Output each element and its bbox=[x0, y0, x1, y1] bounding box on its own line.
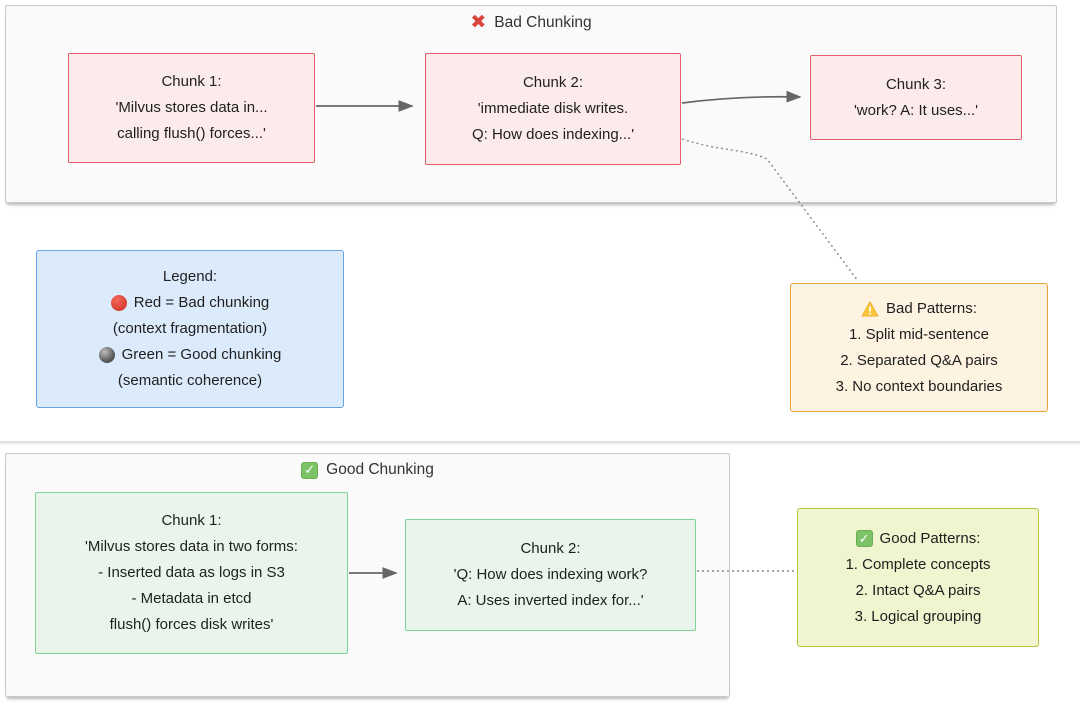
warning-triangle-icon bbox=[861, 300, 879, 317]
chunk-line: flush() forces disk writes' bbox=[109, 616, 274, 633]
legend-item-green: Green = Good chunking bbox=[43, 342, 337, 368]
good-chunk-2: Chunk 2: 'Q: How does indexing work? A: … bbox=[405, 519, 696, 631]
chunk-line: 'Q: How does indexing work? bbox=[453, 566, 648, 583]
good-pattern-item: 3. Logical grouping bbox=[854, 607, 982, 625]
red-circle-icon bbox=[110, 295, 127, 311]
legend-item-note: (context fragmentation) bbox=[112, 320, 268, 337]
bad-pattern-item: 3. No context boundaries bbox=[835, 377, 1003, 395]
chunk-line: Chunk 1: bbox=[161, 73, 222, 90]
green-check-icon: ✓ bbox=[301, 461, 319, 479]
legend-title: Legend: bbox=[162, 268, 218, 285]
good-pattern-item: 1. Complete concepts bbox=[845, 555, 991, 573]
chunk-line: 'work? A: It uses...' bbox=[853, 101, 979, 119]
legend-item-red: Red = Bad chunking bbox=[43, 290, 337, 316]
legend-item-label: Green = Good chunking bbox=[121, 346, 282, 363]
good-patterns-title-text: Good Patterns: bbox=[879, 529, 981, 547]
green-check-icon: ✓ bbox=[855, 530, 873, 547]
chunk-line: - Inserted data as logs in S3 bbox=[98, 564, 285, 581]
good-patterns-box: ✓ Good Patterns: 1. Complete concepts 2.… bbox=[797, 508, 1039, 647]
bad-chunking-title: ✖ Bad Chunking bbox=[6, 13, 1056, 32]
red-x-icon: ✖ bbox=[470, 12, 487, 33]
good-chunking-title-text: Good Chunking bbox=[326, 461, 434, 478]
chunk-line: Chunk 2: bbox=[520, 540, 581, 557]
chunk-line: - Metadata in etcd bbox=[131, 590, 252, 607]
bad-pattern-item: 2. Separated Q&A pairs bbox=[840, 351, 998, 369]
chunk-line: 'Milvus stores data in two forms: bbox=[85, 538, 298, 555]
chunk-line: Chunk 1: bbox=[161, 512, 222, 529]
good-chunking-title: ✓ Good Chunking bbox=[6, 461, 729, 479]
chunk-line: 'Milvus stores data in... bbox=[115, 99, 268, 116]
bad-chunk-2: Chunk 2: 'immediate disk writes. Q: How … bbox=[425, 53, 681, 165]
bad-chunk-1: Chunk 1: 'Milvus stores data in... calli… bbox=[68, 53, 315, 163]
bad-pattern-item: 1. Split mid-sentence bbox=[848, 325, 990, 343]
good-patterns-title: ✓ Good Patterns: bbox=[804, 526, 1032, 552]
gray-circle-icon bbox=[98, 347, 115, 363]
chunk-line: 'immediate disk writes. bbox=[477, 100, 629, 117]
chunk-line: Q: How does indexing...' bbox=[471, 126, 635, 143]
chunk-line: Chunk 2: bbox=[522, 74, 584, 91]
good-chunk-1: Chunk 1: 'Milvus stores data in two form… bbox=[35, 492, 348, 654]
legend-box: Legend: Red = Bad chunking (context frag… bbox=[36, 250, 344, 408]
bad-chunk-3: Chunk 3: 'work? A: It uses...' bbox=[810, 55, 1022, 140]
section-divider bbox=[0, 441, 1080, 445]
legend-item-label: Red = Bad chunking bbox=[133, 294, 270, 311]
bad-patterns-title-text: Bad Patterns: bbox=[886, 299, 977, 317]
bad-chunking-title-text: Bad Chunking bbox=[494, 13, 592, 31]
legend-item-note: (semantic coherence) bbox=[117, 372, 263, 389]
bad-patterns-title: Bad Patterns: bbox=[797, 296, 1041, 322]
good-pattern-item: 2. Intact Q&A pairs bbox=[855, 581, 981, 599]
chunk-line: Chunk 3: bbox=[885, 75, 947, 93]
bad-patterns-box: Bad Patterns: 1. Split mid-sentence 2. S… bbox=[790, 283, 1048, 412]
chunk-line: A: Uses inverted index for...' bbox=[457, 592, 644, 609]
chunk-line: calling flush() forces...' bbox=[117, 125, 266, 142]
